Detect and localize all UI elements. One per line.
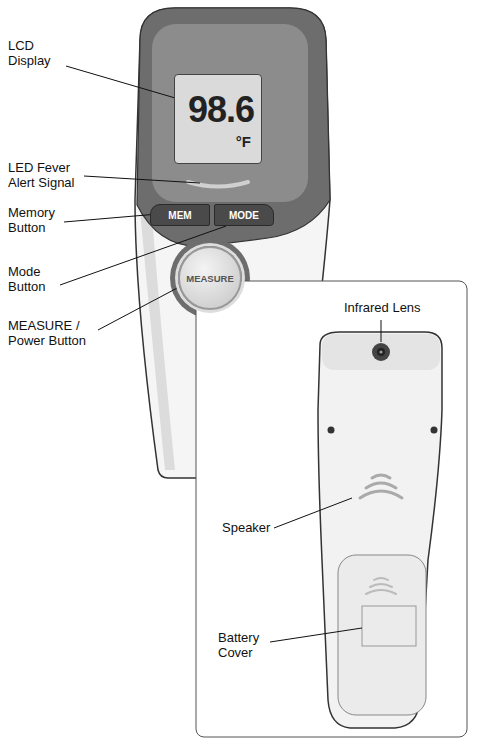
mode-button: MODE: [214, 204, 274, 226]
measure-button: MEASURE: [178, 246, 242, 310]
part-label: Battery Cover: [218, 630, 274, 660]
front-head: [137, 8, 330, 246]
front-side-shade: [140, 210, 175, 470]
part-label: MEASURE / Power Button: [8, 318, 103, 348]
speaker-grille: [360, 475, 402, 498]
part-label: Speaker: [222, 520, 282, 535]
unit-symbol: °F: [236, 133, 251, 150]
part-label: Mode Button: [8, 264, 64, 294]
screw-hole: [328, 427, 335, 434]
part-label: Infrared Lens: [344, 300, 454, 315]
button-text: MEASURE: [186, 273, 234, 284]
part-label: Memory Button: [8, 205, 68, 235]
leader-lines: [60, 66, 381, 642]
battery-cover: [338, 555, 426, 715]
infrared-lens: [372, 343, 390, 361]
cover-grip: [366, 578, 396, 594]
cover-latch: [362, 606, 416, 646]
screen-panel: [152, 24, 308, 202]
button-text: MODE: [229, 210, 259, 221]
part-label: LCD Display: [8, 38, 70, 68]
inset-frame: [196, 281, 467, 737]
back-housing: [318, 332, 442, 728]
screw-hole: [431, 427, 438, 434]
lcd-screen: 98.6 °F: [174, 74, 262, 164]
temperature-reading: 98.6: [188, 91, 254, 129]
button-text: MEM: [168, 210, 191, 221]
lens-inner: [377, 348, 385, 356]
lens-glint: [379, 350, 382, 353]
memory-button: MEM: [150, 204, 210, 226]
part-label: LED Fever Alert Signal: [8, 160, 88, 190]
